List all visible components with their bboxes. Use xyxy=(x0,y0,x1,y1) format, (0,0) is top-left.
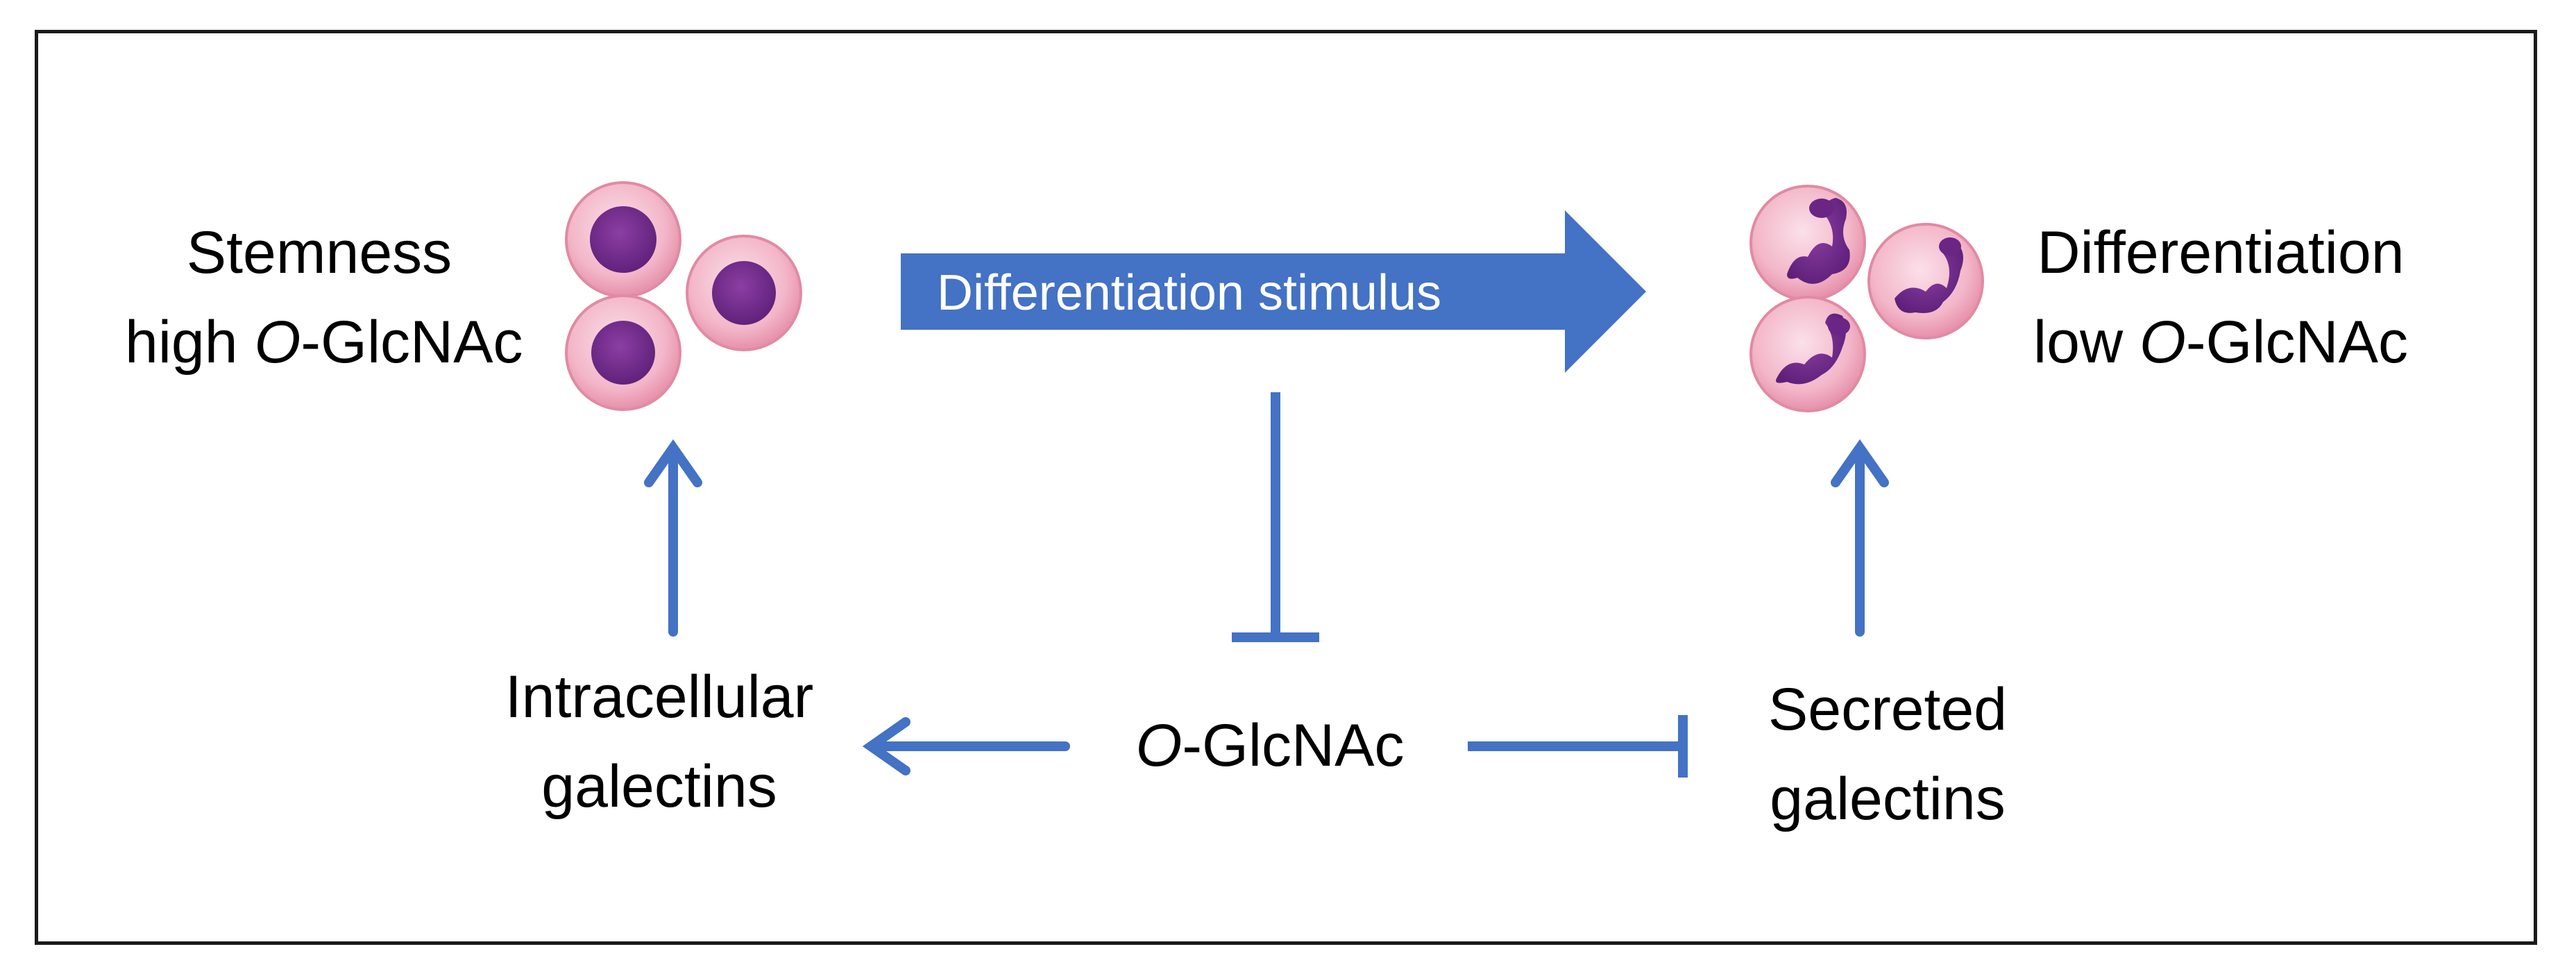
stem-cell xyxy=(565,294,681,411)
stemness-line2: high O-GlcNAc xyxy=(125,309,523,376)
oglcnac-inhibits-secreted-line xyxy=(1468,715,1688,778)
differentiation-stimulus-arrow xyxy=(901,210,1646,373)
oglcnac-center-label: O-GlcNAc xyxy=(1083,701,1457,791)
figure-frame xyxy=(35,30,2537,945)
stimulus-inhibition-line xyxy=(1232,392,1319,642)
stemness-line1: Stemness xyxy=(186,219,452,286)
stem-cell xyxy=(686,235,802,351)
differentiated-cells-icon xyxy=(1749,185,1984,412)
intracellular-line2: galectins xyxy=(541,753,777,820)
differentiated-cell xyxy=(1867,223,1984,339)
stem-cells-icon xyxy=(565,181,802,411)
differentiation-line1: Differentiation xyxy=(2037,219,2405,286)
differentiation-label: Differentiation low O-GlcNAc xyxy=(1999,208,2443,387)
differentiated-cell xyxy=(1749,296,1866,412)
secreted-line1: Secreted xyxy=(1768,676,2008,743)
intracellular-line1: Intracellular xyxy=(505,664,814,730)
differentiation-line2: low O-GlcNAc xyxy=(2033,309,2408,376)
stem-cell xyxy=(565,181,681,298)
oglcnac-center-text: O-GlcNAc xyxy=(1135,712,1405,779)
intracellular-galectins-label: Intracellular galectins xyxy=(458,653,861,832)
secreted-galectins-label: Secreted galectins xyxy=(1714,665,2061,844)
stemness-label: Stemness high O-GlcNAc xyxy=(125,208,523,387)
differentiated-cell xyxy=(1749,185,1866,301)
stimulus-label: Differentiation stimulus xyxy=(937,265,1441,321)
secreted-line2: galectins xyxy=(1770,766,2006,832)
secreted-to-differentiation-arrow xyxy=(1831,439,1889,637)
oglcnac-to-intracellular-arrow xyxy=(862,717,1070,775)
intracellular-to-stemness-arrow xyxy=(644,439,702,637)
